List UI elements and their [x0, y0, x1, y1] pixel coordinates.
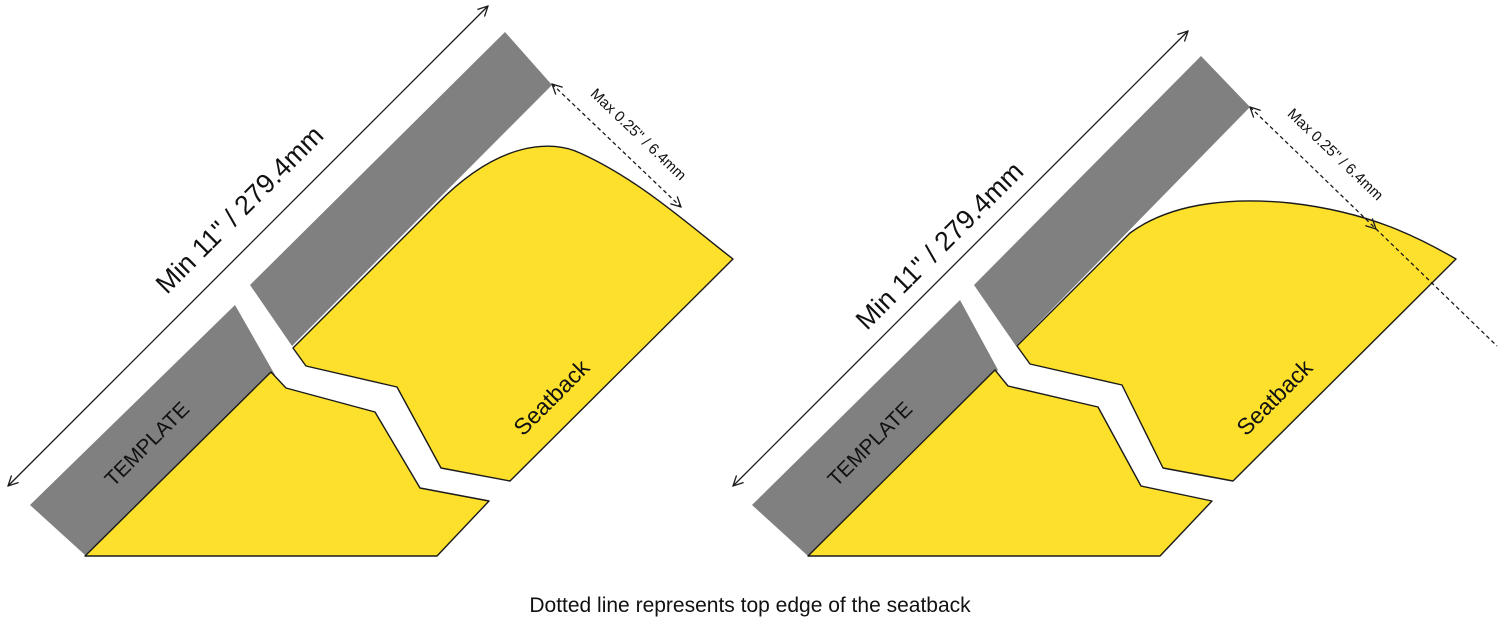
figure-right: Min 11" / 279.4mm Max 0.25" / 6.4mm TEMP… [733, 31, 1498, 557]
max-gap-dimension-line [552, 84, 681, 207]
max-gap-label: Max 0.25" / 6.4mm [1284, 105, 1387, 204]
caption: Dotted line represents top edge of the s… [529, 594, 971, 617]
min-length-dimension-line [8, 6, 488, 486]
min-length-dimension-line [733, 31, 1188, 486]
figure-left: Min 11" / 279.4mm Max 0.25" / 6.4mm TEMP… [8, 6, 734, 557]
